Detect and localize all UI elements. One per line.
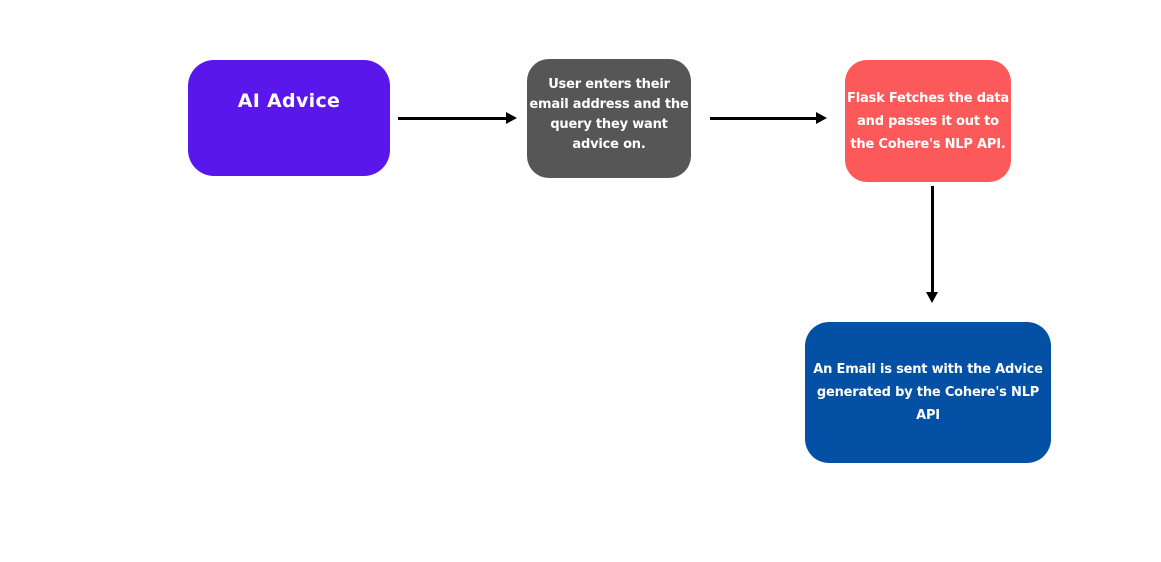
node-flask-fetch-label-line: and passes it out to: [857, 113, 999, 129]
arrowhead-right-icon: [506, 112, 517, 124]
node-email-sent-label-line: An Email is sent with the Advice: [813, 362, 1043, 377]
node-user-input: User enters their email address and the …: [527, 59, 691, 178]
node-user-input-label-line: advice on.: [572, 136, 646, 152]
arrowhead-right-icon: [816, 112, 827, 124]
node-ai-advice-label: AI Advice: [237, 90, 341, 112]
node-ai-advice: AI Advice: [188, 60, 390, 176]
arrow-shaft: [931, 186, 934, 292]
node-user-input-label-line: query they want: [550, 116, 668, 132]
node-flask-fetch: Flask Fetches the data and passes it out…: [845, 60, 1011, 182]
arrow-shaft: [398, 117, 508, 120]
node-email-sent-label-line: generated by the Cohere's NLP: [816, 385, 1040, 400]
node-email-sent: An Email is sent with the Advice generat…: [805, 322, 1051, 463]
node-flask-fetch-label-line: the Cohere's NLP API.: [850, 136, 1006, 152]
arrowhead-down-icon: [926, 292, 938, 303]
node-user-input-label-line: email address and the: [529, 96, 689, 112]
node-flask-fetch-label-line: Flask Fetches the data: [847, 90, 1009, 106]
node-email-sent-label-line: API: [916, 408, 940, 423]
node-user-input-label-line: User enters their: [548, 76, 670, 92]
arrow-shaft: [710, 117, 817, 120]
